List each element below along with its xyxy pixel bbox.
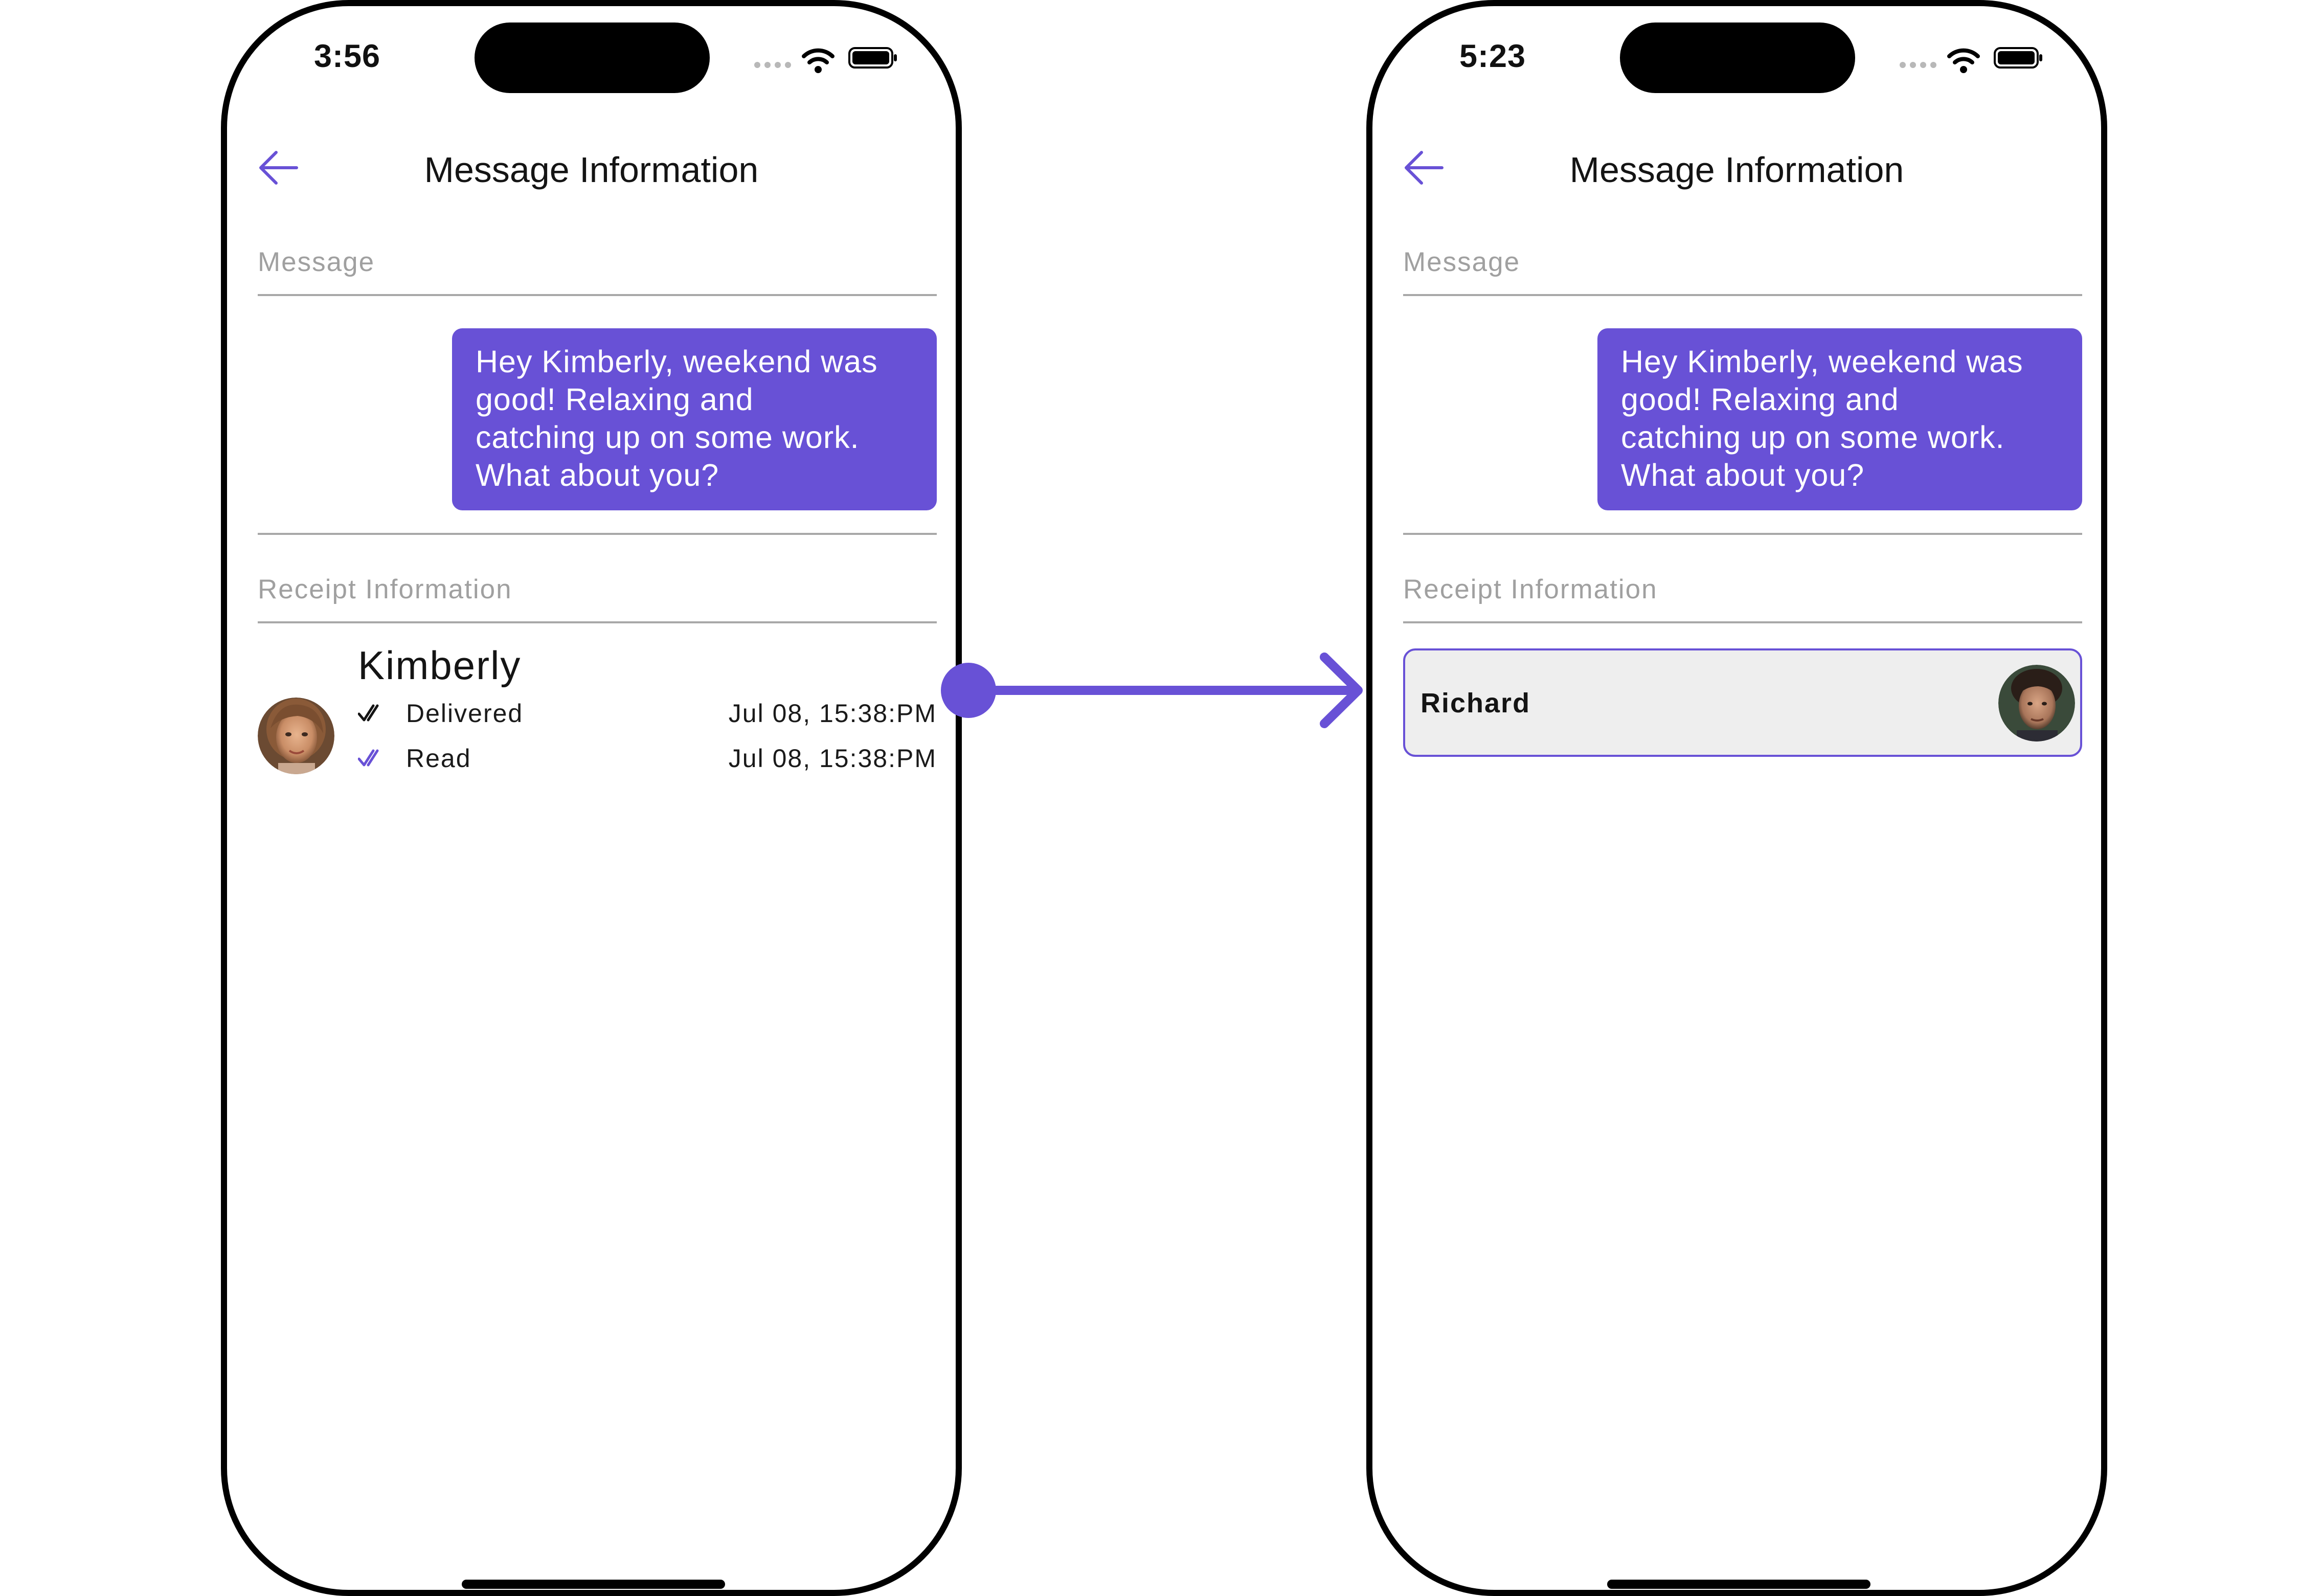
battery-icon bbox=[848, 47, 897, 69]
divider bbox=[1403, 533, 2082, 535]
receipt-section-label: Receipt Information bbox=[258, 574, 512, 604]
status-label: Delivered bbox=[406, 699, 524, 728]
message-section-label: Message bbox=[1403, 247, 1521, 277]
message-line: catching up on some work. bbox=[1621, 420, 2005, 455]
receipt-user-name: Richard bbox=[1420, 688, 1531, 718]
status-time: 5:23 bbox=[1459, 38, 1526, 74]
kimberly-avatar bbox=[258, 698, 334, 774]
divider bbox=[1403, 621, 2082, 623]
message-line: Hey Kimberly, weekend was bbox=[476, 344, 878, 379]
page-title: Message Information bbox=[424, 150, 759, 190]
dynamic-island bbox=[475, 23, 710, 93]
battery-icon bbox=[1994, 47, 2042, 69]
divider bbox=[258, 533, 937, 535]
cellular-icon bbox=[1900, 62, 1936, 68]
phone-screen-right: 5:23 Message Information Message Hey Kim… bbox=[1366, 0, 2107, 1596]
arrow-left-icon[interactable] bbox=[258, 149, 300, 186]
status-timestamp: Jul 08, 15:38:PM bbox=[728, 744, 937, 773]
arrow-right-icon bbox=[941, 653, 1363, 728]
message-line: good! Relaxing and bbox=[476, 382, 754, 417]
arrow-left-icon[interactable] bbox=[1403, 149, 1445, 186]
message-bubble[interactable]: Hey Kimberly, weekend was good! Relaxing… bbox=[1597, 328, 2082, 510]
message-line: What about you? bbox=[1621, 458, 1865, 492]
status-timestamp: Jul 08, 15:38:PM bbox=[728, 699, 937, 728]
receipt-user-name: Kimberly bbox=[358, 643, 522, 688]
message-line: Hey Kimberly, weekend was bbox=[1621, 344, 2023, 379]
message-line: good! Relaxing and bbox=[1621, 382, 1899, 417]
message-section-label: Message bbox=[258, 247, 375, 277]
status-time: 3:56 bbox=[314, 38, 381, 74]
home-indicator[interactable] bbox=[462, 1580, 725, 1589]
status-label: Read bbox=[406, 744, 471, 773]
divider bbox=[258, 294, 937, 296]
message-line: What about you? bbox=[476, 458, 719, 492]
double-check-icon bbox=[358, 749, 379, 767]
page-title: Message Information bbox=[1569, 150, 1904, 190]
receipt-list-item[interactable]: Richard bbox=[1403, 648, 2082, 757]
message-line: catching up on some work. bbox=[476, 420, 860, 455]
cellular-icon bbox=[754, 62, 791, 68]
richard-avatar bbox=[1998, 665, 2075, 741]
message-bubble[interactable]: Hey Kimberly, weekend was good! Relaxing… bbox=[452, 328, 937, 510]
receipt-status-read: Read Jul 08, 15:38:PM bbox=[358, 744, 937, 774]
dynamic-island bbox=[1620, 23, 1855, 93]
receipt-status-delivered: Delivered Jul 08, 15:38:PM bbox=[358, 699, 937, 729]
wifi-icon bbox=[802, 48, 835, 73]
phone-screen-left: 3:56 Message Information Message Hey Kim… bbox=[221, 0, 962, 1596]
double-check-icon bbox=[358, 704, 379, 722]
home-indicator[interactable] bbox=[1607, 1580, 1870, 1589]
receipt-section-label: Receipt Information bbox=[1403, 574, 1658, 604]
divider bbox=[1403, 294, 2082, 296]
wifi-icon bbox=[1947, 48, 1980, 73]
divider bbox=[258, 621, 937, 623]
